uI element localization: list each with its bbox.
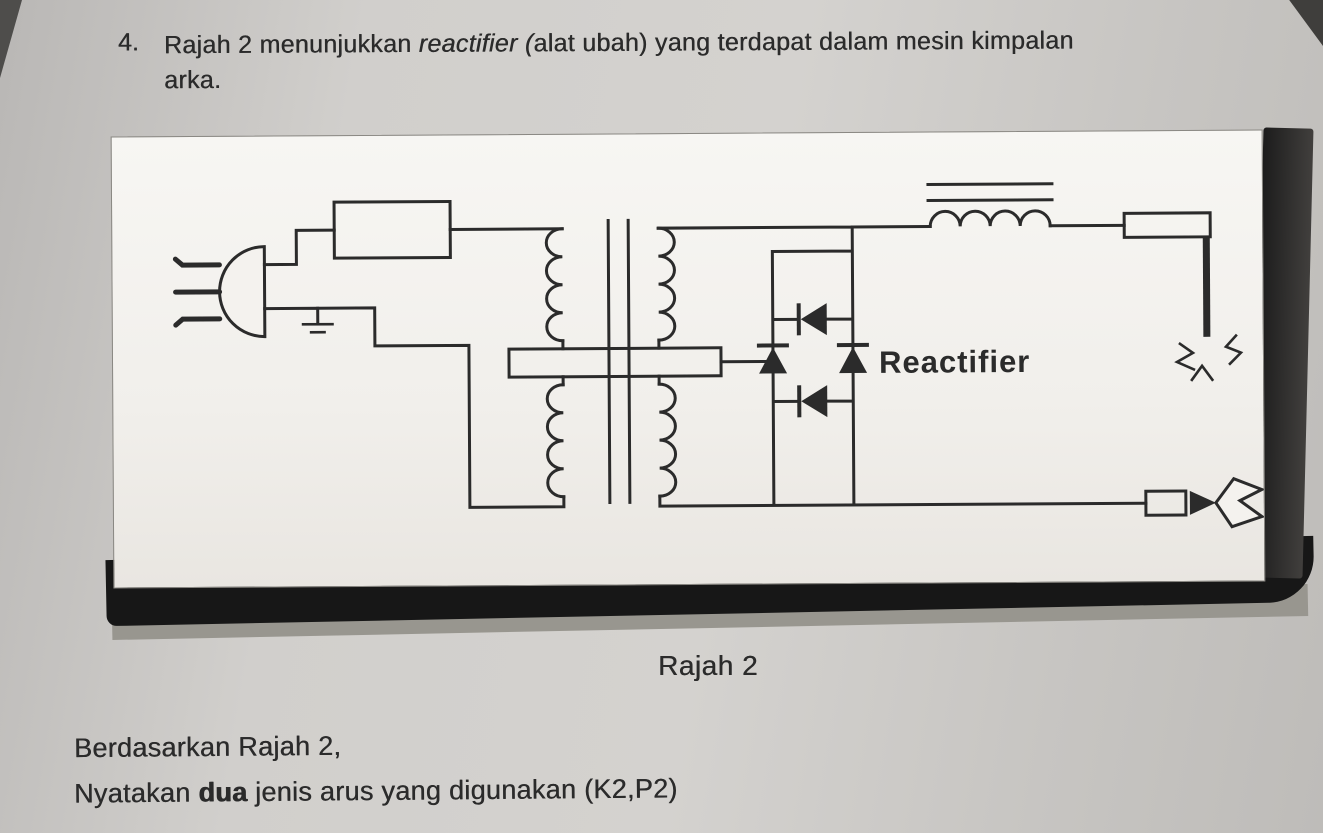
reactifier-label: Reactifier: [879, 344, 1031, 380]
transformer-frame: [507, 346, 723, 379]
ground-symbol: [301, 322, 334, 334]
switch-box: [332, 199, 452, 260]
rectifier-circuit-diagram: Reactifier: [172, 182, 1266, 529]
diode-left: [759, 347, 788, 374]
footer-instruction-line: Berdasarkan Rajah 2,: [73, 730, 342, 764]
choke-coil: [926, 182, 1054, 229]
footer-task-tail: jenis arus yang digunakan (K2,P2): [247, 773, 678, 808]
question-line1-tail: alat ubah) yang terdapat dalam mesin kim…: [533, 26, 1074, 58]
transformer: [507, 218, 723, 504]
transformer-core-lines: [606, 218, 632, 504]
choke-core-lines: [926, 182, 1054, 203]
secondary-winding-bottom: [657, 382, 678, 498]
footer-task-lead: Nyatakan: [73, 777, 199, 809]
primary-winding-bottom: [545, 383, 566, 499]
diode-right: [839, 346, 868, 374]
question-line-2: arka.: [164, 65, 222, 95]
electrode: [1202, 236, 1211, 337]
diode-top: [800, 303, 827, 336]
work-clamp: [1144, 476, 1266, 529]
circuit-wiring: [262, 223, 1148, 509]
figure-caption: Rajah 2: [658, 650, 759, 681]
question-text: Rajah 2 menunjukkan reactifier (alat uba…: [164, 23, 1074, 98]
question-block: 4. Rajah 2 menunjukkan reactifier (alat …: [118, 23, 1074, 98]
footer-task-line: Nyatakan dua jenis arus yang digunakan (…: [74, 773, 678, 809]
figure-rajah-2-photo: Reactifier: [110, 129, 1266, 589]
electrode-holder: [1122, 211, 1212, 239]
secondary-winding-top: [656, 226, 677, 342]
arc-spark-icon: [1174, 333, 1244, 382]
footer-task-bold: dua: [198, 777, 248, 808]
question-line-1: Rajah 2 menunjukkan reactifier (alat uba…: [164, 23, 1074, 63]
primary-winding-top: [544, 227, 565, 343]
question-line1-lead: Rajah 2 menunjukkan: [163, 29, 419, 60]
scan-corner-top-left: [0, 0, 22, 78]
scan-corner-top-right: [1289, 0, 1323, 46]
question-line1-italic: reactifier (: [418, 29, 534, 58]
bridge-rectifier: [756, 303, 869, 418]
power-plug-icon: [172, 245, 267, 339]
diode-bottom: [801, 385, 828, 418]
question-number: 4.: [117, 28, 139, 57]
